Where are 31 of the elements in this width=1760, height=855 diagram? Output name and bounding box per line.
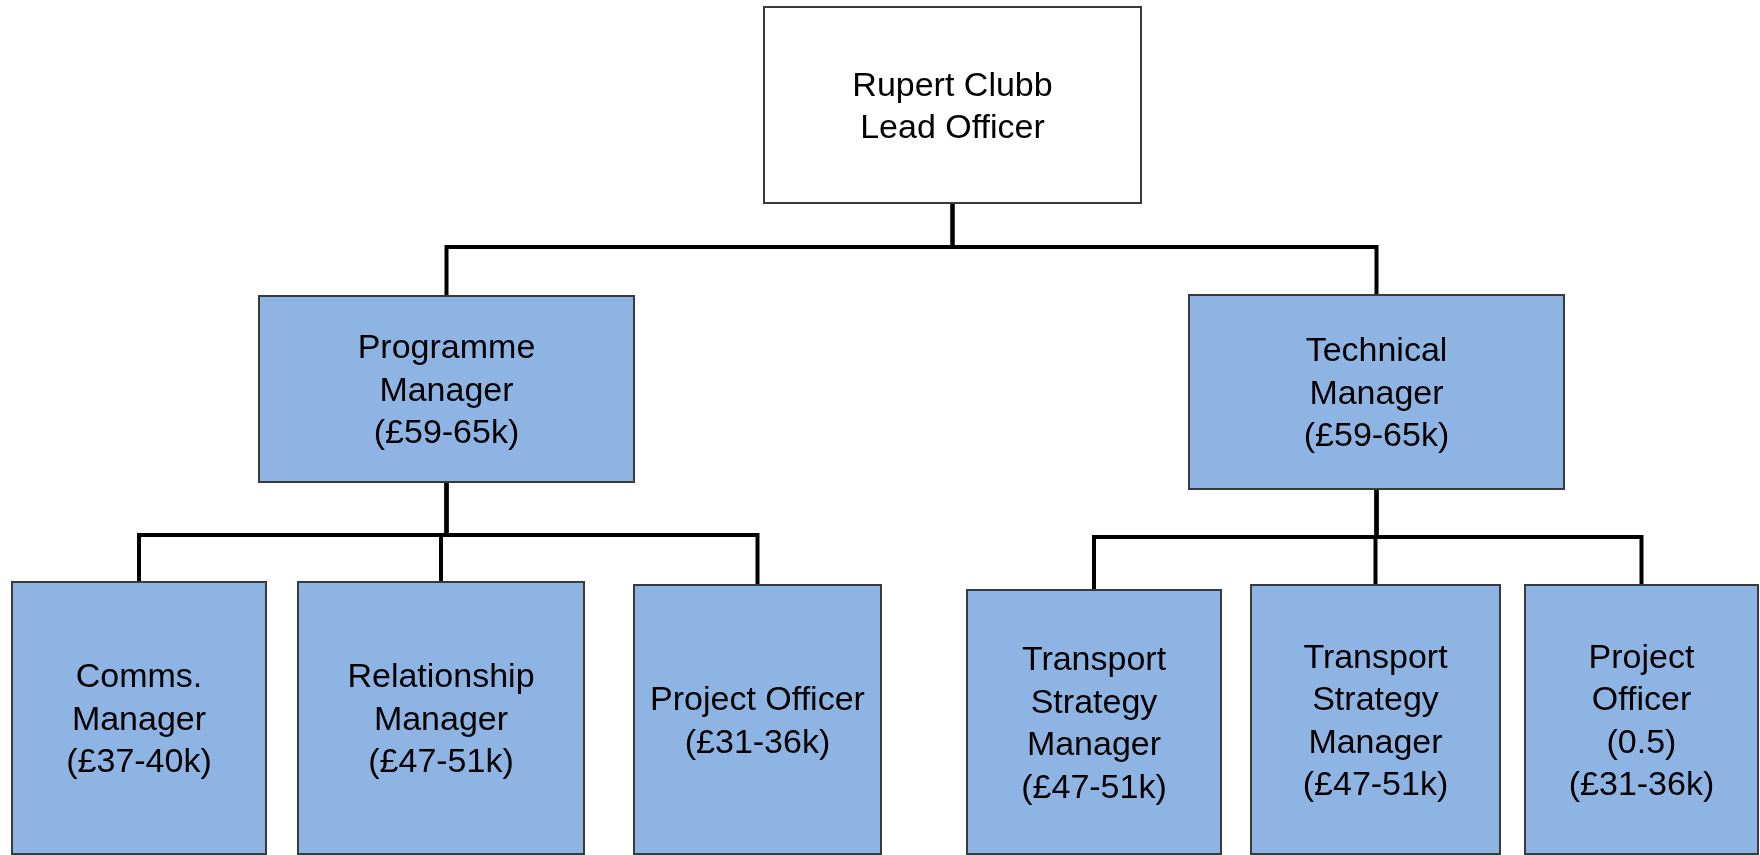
box-text: Relationship Manager — [346, 655, 536, 739]
box-text: (£31-36k) — [1568, 763, 1715, 804]
box-text: Project Officer — [650, 678, 865, 719]
box-text: Transport Strategy Manager — [1302, 635, 1449, 762]
org-box — [1524, 584, 1759, 855]
connector-line — [1374, 490, 1644, 584]
org-box — [966, 589, 1222, 855]
box-text: (0.5) — [1606, 720, 1677, 762]
box-text: Project Officer — [1587, 635, 1696, 719]
org-box — [11, 581, 267, 855]
box-text: Technical Manager — [1304, 329, 1449, 413]
box-text: (£59-65k) — [1303, 414, 1450, 456]
connector-line — [444, 483, 760, 584]
box-text: (£59-65k) — [373, 411, 520, 453]
org-box — [1188, 294, 1565, 490]
org-box — [633, 584, 882, 855]
org-box — [258, 295, 635, 483]
box-text: (£47-51k) — [1302, 763, 1449, 804]
org-box — [297, 581, 585, 855]
box-text: (£37-40k) — [66, 740, 212, 782]
connector-line — [950, 204, 1379, 294]
org-box — [1250, 584, 1501, 855]
box-text: (£47-51k) — [1021, 765, 1167, 807]
org-box — [763, 6, 1142, 204]
box-text: Transport Strategy Manager — [1020, 638, 1168, 764]
box-text: (£31-36k) — [684, 720, 831, 762]
box-text: Programme Manager — [356, 326, 537, 410]
box-text: Comms. Manager — [70, 655, 208, 739]
box-text: Lead Officer — [860, 106, 1045, 147]
box-text: (£47-51k) — [368, 740, 514, 782]
box-text: Rupert Clubb — [852, 63, 1053, 105]
